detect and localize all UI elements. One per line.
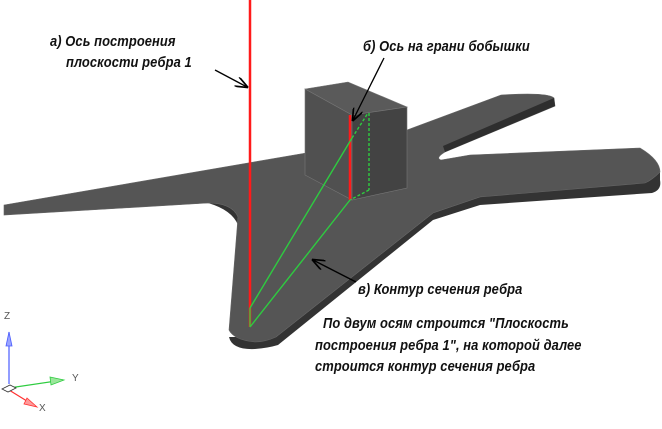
- triad-z-label: Z: [4, 311, 11, 322]
- note-line1: По двум осям строится "Плоскость: [323, 315, 569, 332]
- triad-y-label: Y: [72, 373, 79, 384]
- label-axis-plane-line2: плоскости ребра 1: [66, 54, 192, 71]
- arm-end: [443, 98, 555, 152]
- note-line2: построения ребра 1", на которой далее: [315, 337, 582, 354]
- arrow-axis-plane: [214, 69, 247, 87]
- rib-contour[interactable]: [249, 112, 370, 328]
- triad-x-label: X: [39, 403, 46, 414]
- label-axis-face: б) Ось на грани бобышки: [363, 38, 530, 55]
- axis-triad: [1, 331, 66, 408]
- note-line3: строится контур сечения ребра: [315, 358, 536, 375]
- plate-side: [4, 170, 661, 350]
- label-contour: в) Контур сечения ребра: [358, 281, 523, 298]
- arrow-axis-face: [353, 57, 385, 120]
- boss-right[interactable]: [351, 106, 408, 201]
- label-axis-plane-line1: а) Ось построения: [50, 33, 176, 50]
- arrow-contour: [313, 260, 357, 283]
